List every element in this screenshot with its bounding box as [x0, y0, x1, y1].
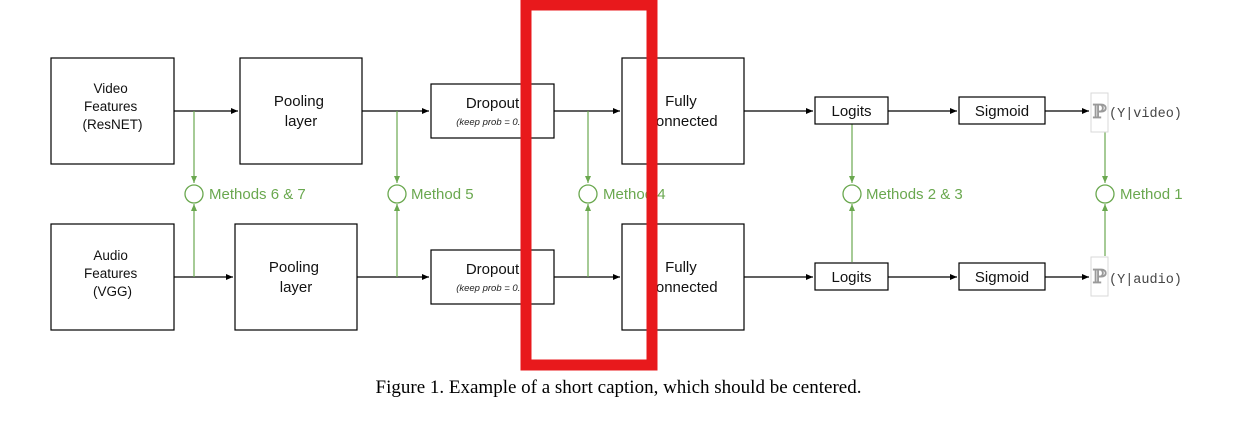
- m67-node: [184, 184, 204, 204]
- audio-prob-symbol: ℙ: [1092, 266, 1107, 288]
- audio-features-box: Audio Features (VGG): [50, 223, 175, 331]
- m4-node: [578, 184, 598, 204]
- video-features-line2: Features: [84, 99, 138, 114]
- video-fc-line2: connected: [648, 113, 717, 130]
- video-dropout-note: (keep prob = 0.5): [456, 117, 529, 128]
- audio-sigmoid-label: Sigmoid: [975, 269, 1029, 286]
- audio-pooling-line1: Pooling: [269, 259, 319, 276]
- audio-branch: Audio Features (VGG) Pooling layer Dropo…: [50, 223, 1182, 331]
- highlight-rectangle: [520, 0, 658, 371]
- video-sigmoid-label: Sigmoid: [975, 103, 1029, 120]
- audio-fc-line2: connected: [648, 279, 717, 296]
- video-fc-box: Fully connected: [621, 57, 745, 165]
- svg-text:Fully connected: Fully connected: [648, 259, 717, 296]
- audio-features-line3: (VGG): [93, 284, 132, 299]
- fusion-diagram: Methods 6 & 7 Method 5 Method 4 Methods …: [50, 0, 1183, 371]
- svg-text:Pooling layer: Pooling layer: [269, 259, 323, 296]
- video-features-line3: (ResNET): [83, 117, 143, 132]
- m23-node: [842, 184, 862, 204]
- audio-dropout-note: (keep prob = 0.5): [456, 283, 529, 294]
- audio-pooling-box: Pooling layer: [234, 223, 358, 331]
- audio-probability: ℙ (Y|audio): [1090, 256, 1182, 297]
- svg-text:Video Features: Video Features (ResNET): [83, 81, 143, 132]
- video-branch: Video Features (ResNET) Pooling layer Dr…: [50, 57, 1182, 165]
- audio-logits-label: Logits: [831, 269, 871, 286]
- audio-features-line1: Audio: [93, 248, 128, 263]
- audio-fc-line1: Fully: [665, 259, 697, 276]
- m67-label: Methods 6 & 7: [209, 186, 306, 203]
- audio-logits-box: Logits: [814, 262, 889, 291]
- method-connectors: [191, 111, 1108, 277]
- video-pooling-box: Pooling layer: [239, 57, 363, 165]
- video-dropout-label: Dropout: [466, 95, 520, 112]
- m5-label: Method 5: [411, 186, 474, 203]
- svg-text:Audio Features: Audio Features (VGG): [84, 248, 141, 299]
- audio-sigmoid-box: Sigmoid: [958, 262, 1046, 291]
- svg-text:Pooling layer: Pooling layer: [274, 93, 328, 130]
- audio-dropout-box: Dropout (keep prob = 0.5): [430, 249, 555, 305]
- audio-pooling-line2: layer: [280, 279, 313, 296]
- video-features-box: Video Features (ResNET): [50, 57, 175, 165]
- audio-dropout-label: Dropout: [466, 261, 520, 278]
- audio-fc-box: Fully connected: [621, 223, 745, 331]
- video-logits-label: Logits: [831, 103, 871, 120]
- video-dropout-box: Dropout (keep prob = 0.5): [430, 83, 555, 139]
- video-pooling-line2: layer: [285, 113, 318, 130]
- m1-label: Method 1: [1120, 186, 1183, 203]
- video-prob-symbol: ℙ: [1092, 101, 1107, 123]
- video-prob-text: (Y|video): [1109, 107, 1182, 122]
- video-probability: ℙ (Y|video): [1090, 92, 1182, 133]
- video-fc-line1: Fully: [665, 93, 697, 110]
- video-features-line1: Video: [93, 81, 127, 96]
- figure-caption: Figure 1. Example of a short caption, wh…: [375, 377, 862, 398]
- m1-node: [1095, 184, 1115, 204]
- video-sigmoid-box: Sigmoid: [958, 96, 1046, 125]
- audio-features-line2: Features: [84, 266, 138, 281]
- m23-label: Methods 2 & 3: [866, 186, 963, 203]
- svg-text:Fully connected: Fully connected: [648, 93, 717, 130]
- m5-node: [387, 184, 407, 204]
- video-logits-box: Logits: [814, 96, 889, 125]
- audio-prob-text: (Y|audio): [1109, 273, 1182, 288]
- method-nodes: [184, 184, 1115, 204]
- video-pooling-line1: Pooling: [274, 93, 324, 110]
